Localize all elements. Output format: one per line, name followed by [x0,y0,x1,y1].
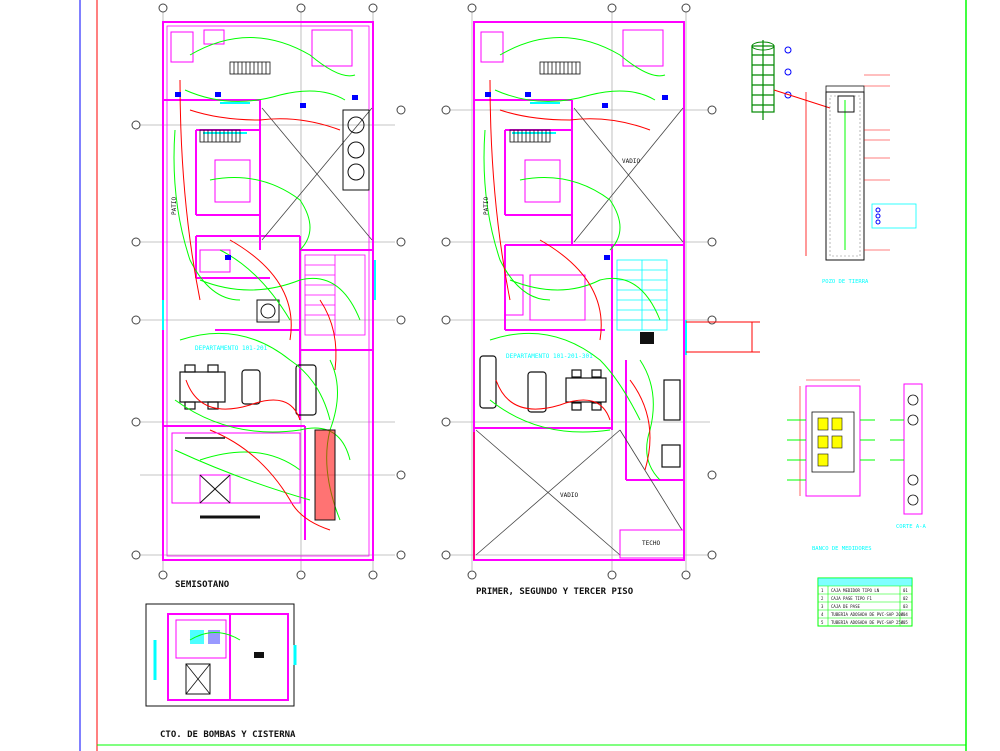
legend-row-symbol: 2 [821,596,824,601]
legend-row-code: 04 [903,612,908,617]
apartment-label: DEPARTAMENTO 101-201-301 [506,353,593,360]
legend-row-code: 05 [903,620,908,625]
apartment-label: DEPARTAMENTO 101-201 [195,345,268,352]
legend-row-symbol: 1 [821,588,824,593]
plan-title-cisterna: CTO. DE BOMBAS Y CISTERNA [160,730,296,740]
void-label-lower: VADIO [560,492,578,499]
legend-row-symbol: 4 [821,612,824,617]
legend-row-symbol: 3 [821,604,824,609]
circuits-green [173,37,361,521]
sheet-frame [79,0,967,751]
legend-table: 1 CAJA MEDIDOR TIPO LN 01 2 CAJA PASE TI… [817,577,913,627]
legend-row-description: TUBERIA ADOSADA DE PVC-SAP 20Ø [831,612,904,617]
legend-row-description: CAJA MEDIDOR TIPO LN [831,588,880,593]
detail-title-pozo: POZO DE TIERRA [822,279,869,285]
legend-row-code: 01 [903,588,908,593]
detail-pozo-tierra: POZO DE TIERRA [751,40,917,285]
legend-row-description: CAJA PASE TIPO F1 [831,596,873,601]
detail-banco-medidores: BANCO DE MEDIDORES [787,379,875,552]
plan-title-semisotano: SEMISOTANO [175,580,230,590]
legend-row-symbol: 5 [821,620,824,625]
plan-semisotano: DEPARTAMENTO 101-201 PATIO SEMISOTANO [131,3,406,590]
legend-row-description: TUBERIA ADOSADA DE PVC-SAP 25Ø [831,620,904,625]
legend-row-code: 03 [903,604,908,609]
plan-title-pisos: PRIMER, SEGUNDO Y TERCER PISO [476,587,634,597]
plan-cisterna: CTO. DE BOMBAS Y CISTERNA [145,603,297,740]
legend-row-description: CAJA DE PASE [831,604,860,609]
roof-label: TECHO [642,540,660,547]
legend-row-code: 02 [903,596,908,601]
patio-label: PATIO [483,197,490,215]
outer-wall [162,21,374,561]
closet-hatch [199,61,271,143]
detail-title-corte: CORTE A-A [896,524,926,530]
patio-label: PATIO [171,197,178,215]
plan-pisos: DEPARTAMENTO 101-201-301 VADIO VADIO TEC… [441,3,760,597]
circuits-red [179,79,341,531]
detail-title-banco: BANCO DE MEDIDORES [812,546,872,552]
grid-bubbles [131,3,406,580]
detail-corte-aa: CORTE A-A [890,383,926,530]
void-label-upper: VADIO [622,158,640,165]
